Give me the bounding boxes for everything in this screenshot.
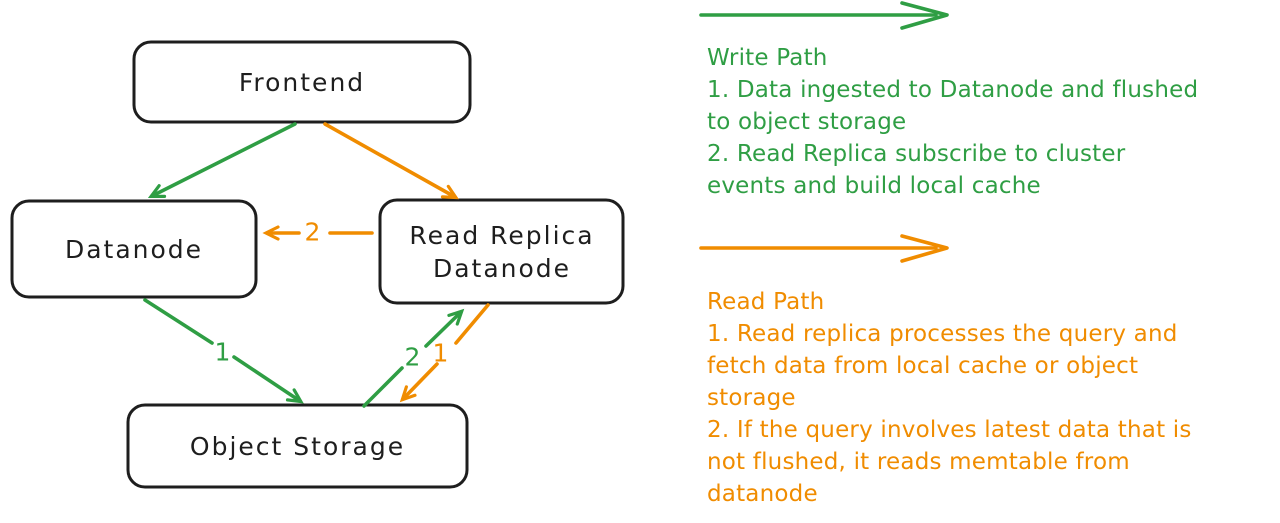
read-path-step1-line2: fetch data from local cache or object xyxy=(707,353,1139,379)
read-path-step1-line3: storage xyxy=(707,385,796,411)
edge-label-write-step2: 2 xyxy=(404,342,422,372)
write-path-legend: Write Path 1. Data ingested to Datanode … xyxy=(707,42,1267,202)
write-path-arrowhead-icon xyxy=(900,1,949,30)
write-arrow-frontend-to-datanode xyxy=(147,122,297,199)
write-path-step1-line1: 1. Data ingested to Datanode and flushed xyxy=(707,77,1199,103)
write-arrow-storage-to-replica-shaft xyxy=(362,366,404,408)
read-path-legend: Read Path 1. Read replica processes the … xyxy=(707,286,1267,510)
read-path-step1-line1: 1. Read replica processes the query and xyxy=(707,321,1178,347)
read-path-arrowhead-icon xyxy=(900,234,949,263)
node-read-replica-box xyxy=(378,198,625,305)
write-path-step1-line2: to object storage xyxy=(707,109,907,135)
edge-label-read-step1: 1 xyxy=(432,338,450,368)
read-path-step2-line2: not flushed, it reads memtable from xyxy=(707,449,1130,475)
read-path-step2-line1: 2. If the query involves latest data tha… xyxy=(707,417,1192,443)
write-path-step2-line1: 2. Read Replica subscribe to cluster xyxy=(707,141,1126,167)
read-arrow-frontend-to-replica xyxy=(323,122,459,200)
write-arrow-datanode-to-storage-head xyxy=(232,355,304,404)
node-frontend-box xyxy=(132,40,472,124)
write-arrow-storage-to-replica-head xyxy=(424,308,465,348)
read-arrow-replica-to-storage-shaft xyxy=(454,303,490,345)
write-arrow-datanode-to-storage-shaft xyxy=(143,298,214,345)
read-path-step2-line3: datanode xyxy=(707,481,818,507)
edge-label-write-step1: 1 xyxy=(214,337,232,367)
node-datanode-box xyxy=(10,199,258,299)
read-path-title: Read Path xyxy=(707,289,825,315)
node-object-storage-box xyxy=(126,403,469,489)
write-path-title: Write Path xyxy=(707,45,828,71)
edge-label-read-step2: 2 xyxy=(304,217,322,247)
write-path-step2-line2: events and build local cache xyxy=(707,173,1041,199)
read-arrow-replica-to-storage-head xyxy=(399,362,439,403)
